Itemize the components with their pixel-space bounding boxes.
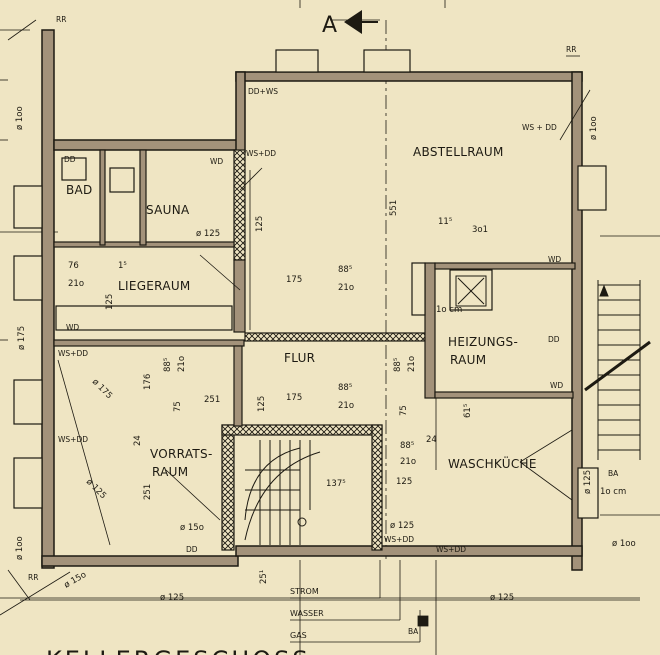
ws-dd-label: WS + DD: [522, 123, 557, 132]
wd-label: WD: [210, 157, 223, 166]
dimension-label: 21o: [400, 457, 416, 467]
room-flur: FLUR: [284, 351, 315, 365]
dimension-label: 25¹: [259, 570, 269, 584]
boiler-symbol: [455, 275, 487, 307]
section-marker: A: [322, 10, 378, 38]
room-heizungsraum-line1: HEIZUNGS-: [448, 335, 518, 349]
ws-dd-label: WS+DD: [246, 149, 276, 158]
utility-lines: [290, 560, 429, 643]
ws-dd-label: WS+DD: [436, 545, 466, 554]
windows: [13, 49, 607, 519]
dimension-label: 175: [286, 393, 302, 403]
dimension-label: ø 125: [583, 470, 593, 494]
dimension-label: 137⁵: [326, 479, 346, 489]
dimension-label: 21o: [407, 356, 417, 372]
dimension-label: ø 1oo: [589, 116, 599, 140]
dimension-label: 21o: [68, 279, 84, 289]
rr-label: RR: [566, 45, 576, 54]
dimension-label: ø 175: [90, 377, 114, 401]
section-marker-label: A: [322, 13, 337, 38]
dimension-label: 3o1: [472, 225, 488, 235]
plan-title: KELLERGESCHOSS: [46, 646, 311, 655]
dd-label: DD: [186, 545, 198, 554]
room-bad: BAD: [66, 183, 93, 197]
wd-label: WD: [66, 323, 79, 332]
utility-wasser: WASSER: [290, 609, 324, 618]
dimension-label: 75: [173, 401, 183, 412]
dimension-label: 24: [426, 435, 437, 445]
dimension-labels: 551 11⁵ 3o1 175 88⁵ 21o 76 21o 1⁵ 125 12…: [15, 106, 636, 603]
ws-dd-label: WS+DD: [58, 435, 88, 444]
dimension-label: 75: [399, 405, 409, 416]
dimension-label: 61⁵: [463, 404, 473, 418]
staircase: [244, 280, 651, 545]
dimension-label: 175: [286, 275, 302, 285]
dimension-label: 1o cm: [436, 305, 462, 315]
door-swings: [0, 19, 591, 616]
dimension-label: 125: [105, 294, 115, 310]
dd-ws-label: DD+WS: [248, 87, 278, 96]
dimension-label: 176: [143, 374, 153, 390]
dimension-label: 1⁵: [118, 261, 127, 271]
dimension-label: 21o: [338, 401, 354, 411]
dimension-label: 88⁵: [338, 265, 352, 275]
dimension-label: ø 125: [490, 593, 514, 603]
dimension-label: 251: [143, 484, 153, 500]
inner-walls: [53, 149, 576, 551]
wd-label: WD: [550, 381, 563, 390]
dimension-label: 551: [389, 200, 399, 216]
room-sauna: SAUNA: [146, 203, 190, 217]
utility-labels: STROM WASSER GAS: [290, 587, 324, 640]
dimension-label: 125: [255, 216, 265, 232]
dimension-label: ø 15o: [63, 570, 89, 591]
ws-dd-label: WS+DD: [58, 349, 88, 358]
room-heizungsraum-line2: RAUM: [450, 353, 486, 367]
room-labels: ABSTELLRAUM BAD SAUNA LIEGERAUM FLUR HEI…: [66, 145, 537, 479]
outer-walls: [41, 29, 583, 571]
dimension-label: ø 1oo: [15, 536, 25, 560]
utility-gas: GAS: [290, 631, 307, 640]
utility-strom: STROM: [290, 587, 319, 596]
dimension-label: ø 1oo: [15, 106, 25, 130]
dimension-label: ø 125: [196, 229, 220, 239]
wd-label: WD: [548, 255, 561, 264]
dimension-label: 125: [257, 396, 267, 412]
ba-label: BA: [608, 469, 619, 478]
rr-label: RR: [56, 15, 66, 24]
dimension-label: 1o cm: [600, 487, 626, 497]
dimension-label: 21o: [177, 356, 187, 372]
ws-dd-label: WS+DD: [384, 535, 414, 544]
room-waschkueche: WASCHKÜCHE: [448, 455, 537, 471]
dimension-label: 21o: [338, 283, 354, 293]
dimension-label: ø 125: [160, 593, 184, 603]
rr-label: RR: [28, 573, 38, 582]
dimension-label: 125: [396, 477, 412, 487]
dimension-label: ø 175: [17, 326, 27, 350]
dimension-label: ø 15o: [180, 523, 204, 533]
dimension-label: 88⁵: [393, 358, 403, 372]
ba-label: BA: [408, 627, 419, 636]
dimension-label: ø 1oo: [612, 539, 636, 549]
dimension-label: 24: [133, 435, 143, 446]
dimension-label: 88⁵: [338, 383, 352, 393]
symbol-labels: RR RR RR DD+WS WS+DD WS + DD WD WD WD WD…: [28, 15, 619, 636]
room-liegeraum: LIEGERAUM: [118, 279, 191, 293]
dimension-label: 251: [204, 395, 220, 405]
dimension-label: ø 125: [390, 521, 414, 531]
dimension-label: 76: [68, 261, 79, 271]
dimension-label: 11⁵: [438, 217, 452, 227]
dimension-label: 88⁵: [163, 358, 173, 372]
dimension-label: 88⁵: [400, 441, 414, 451]
room-abstellraum: ABSTELLRAUM: [413, 145, 504, 159]
dimension-label: ø 125: [84, 477, 108, 501]
dd-label: DD: [64, 155, 76, 164]
dd-label: DD: [548, 335, 560, 344]
room-vorratsraum-line1: VORRATS-: [150, 447, 213, 461]
room-vorratsraum-line2: RAUM: [152, 465, 188, 479]
